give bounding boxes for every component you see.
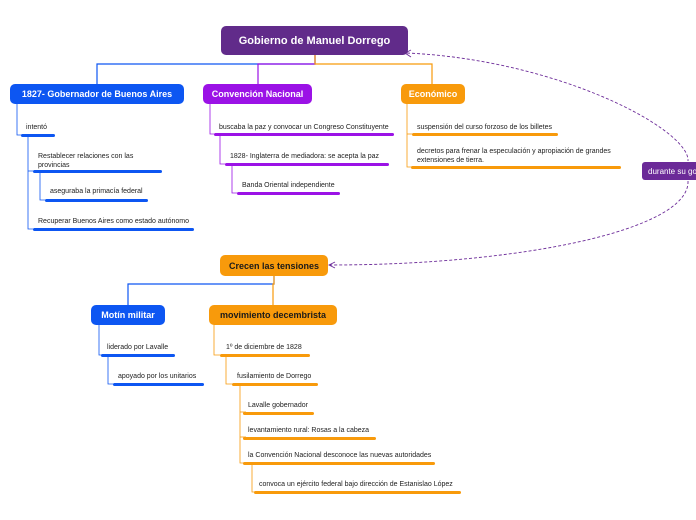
- branch-convencion[interactable]: Convención Nacional: [203, 84, 312, 104]
- topic-decembrista[interactable]: movimiento decembrista: [209, 305, 337, 325]
- leaf-lavalle-gobernador[interactable]: Lavalle gobernador: [248, 402, 308, 409]
- relationship-tensiones: [329, 180, 689, 266]
- leaf-underline: [113, 383, 204, 386]
- leaf-recuperar[interactable]: Recuperar Buenos Aires como estado autón…: [38, 218, 189, 225]
- leaf-underline: [412, 133, 558, 136]
- branch-gobernador[interactable]: 1827- Gobernador de Buenos Aires: [10, 84, 184, 104]
- link-tensiones-motin: [127, 276, 275, 305]
- leaf-underline: [101, 354, 175, 357]
- leaf-underline: [21, 134, 55, 137]
- topic-motin[interactable]: Motín militar: [91, 305, 165, 325]
- relationship-root: [406, 52, 689, 162]
- link-root-convencion: [257, 55, 316, 84]
- leaf-underline: [33, 170, 162, 173]
- link-root-economico: [314, 55, 433, 84]
- leaf-convoca[interactable]: convoca un ejército federal bajo direcci…: [259, 481, 453, 488]
- leaf-desconoce[interactable]: la Convención Nacional desconoce las nue…: [248, 452, 432, 459]
- leaf-underline: [214, 133, 394, 136]
- leaf-diciembre[interactable]: 1º de diciembre de 1828: [226, 344, 302, 351]
- leaf-buscaba[interactable]: buscaba la paz y convocar un Congreso Co…: [219, 124, 389, 131]
- leaf-underline: [254, 491, 461, 494]
- leaf-underline: [411, 166, 621, 169]
- leaf-underline: [225, 163, 389, 166]
- leaf-decretos[interactable]: decretos para frenar la especulación y a…: [417, 148, 611, 164]
- leaf-apoyado[interactable]: apoyado por los unitarios: [118, 373, 197, 380]
- leaf-underline: [243, 412, 314, 415]
- leaf-underline: [33, 228, 194, 231]
- leaf-inglaterra[interactable]: 1828- Inglaterra de mediadora: se acepta…: [230, 153, 380, 160]
- leaf-primacia[interactable]: aseguraba la primacía federal: [50, 188, 143, 195]
- leaf-fusilamiento[interactable]: fusilamiento de Dorrego: [237, 373, 312, 380]
- leaf-underline: [220, 354, 310, 357]
- leaf-banda-oriental[interactable]: Banda Oriental independiente: [242, 182, 335, 189]
- leaf-underline: [45, 199, 148, 202]
- leaf-suspension[interactable]: suspensión del curso forzoso de los bill…: [417, 124, 553, 131]
- leaf-underline: [237, 192, 340, 195]
- root-topic[interactable]: Gobierno de Manuel Dorrego: [221, 26, 408, 55]
- leaf-liderado[interactable]: liderado por Lavalle: [107, 344, 169, 351]
- floating-topic[interactable]: durante su gobierno: [642, 162, 696, 180]
- topic-tensiones[interactable]: Crecen las tensiones: [220, 255, 328, 276]
- leaf-underline: [232, 383, 318, 386]
- leaf-underline: [243, 462, 435, 465]
- link-tensiones-decembrista: [272, 276, 275, 305]
- leaf-underline: [243, 437, 376, 440]
- leaf-intento[interactable]: intentó: [26, 124, 48, 131]
- link-root-gobernador: [96, 55, 316, 84]
- leaf-levantamiento[interactable]: levantamiento rural: Rosas a la cabeza: [248, 427, 370, 434]
- leaf-relaciones[interactable]: Restablecer relaciones con las provincia…: [38, 153, 134, 169]
- branch-economico[interactable]: Económico: [401, 84, 465, 104]
